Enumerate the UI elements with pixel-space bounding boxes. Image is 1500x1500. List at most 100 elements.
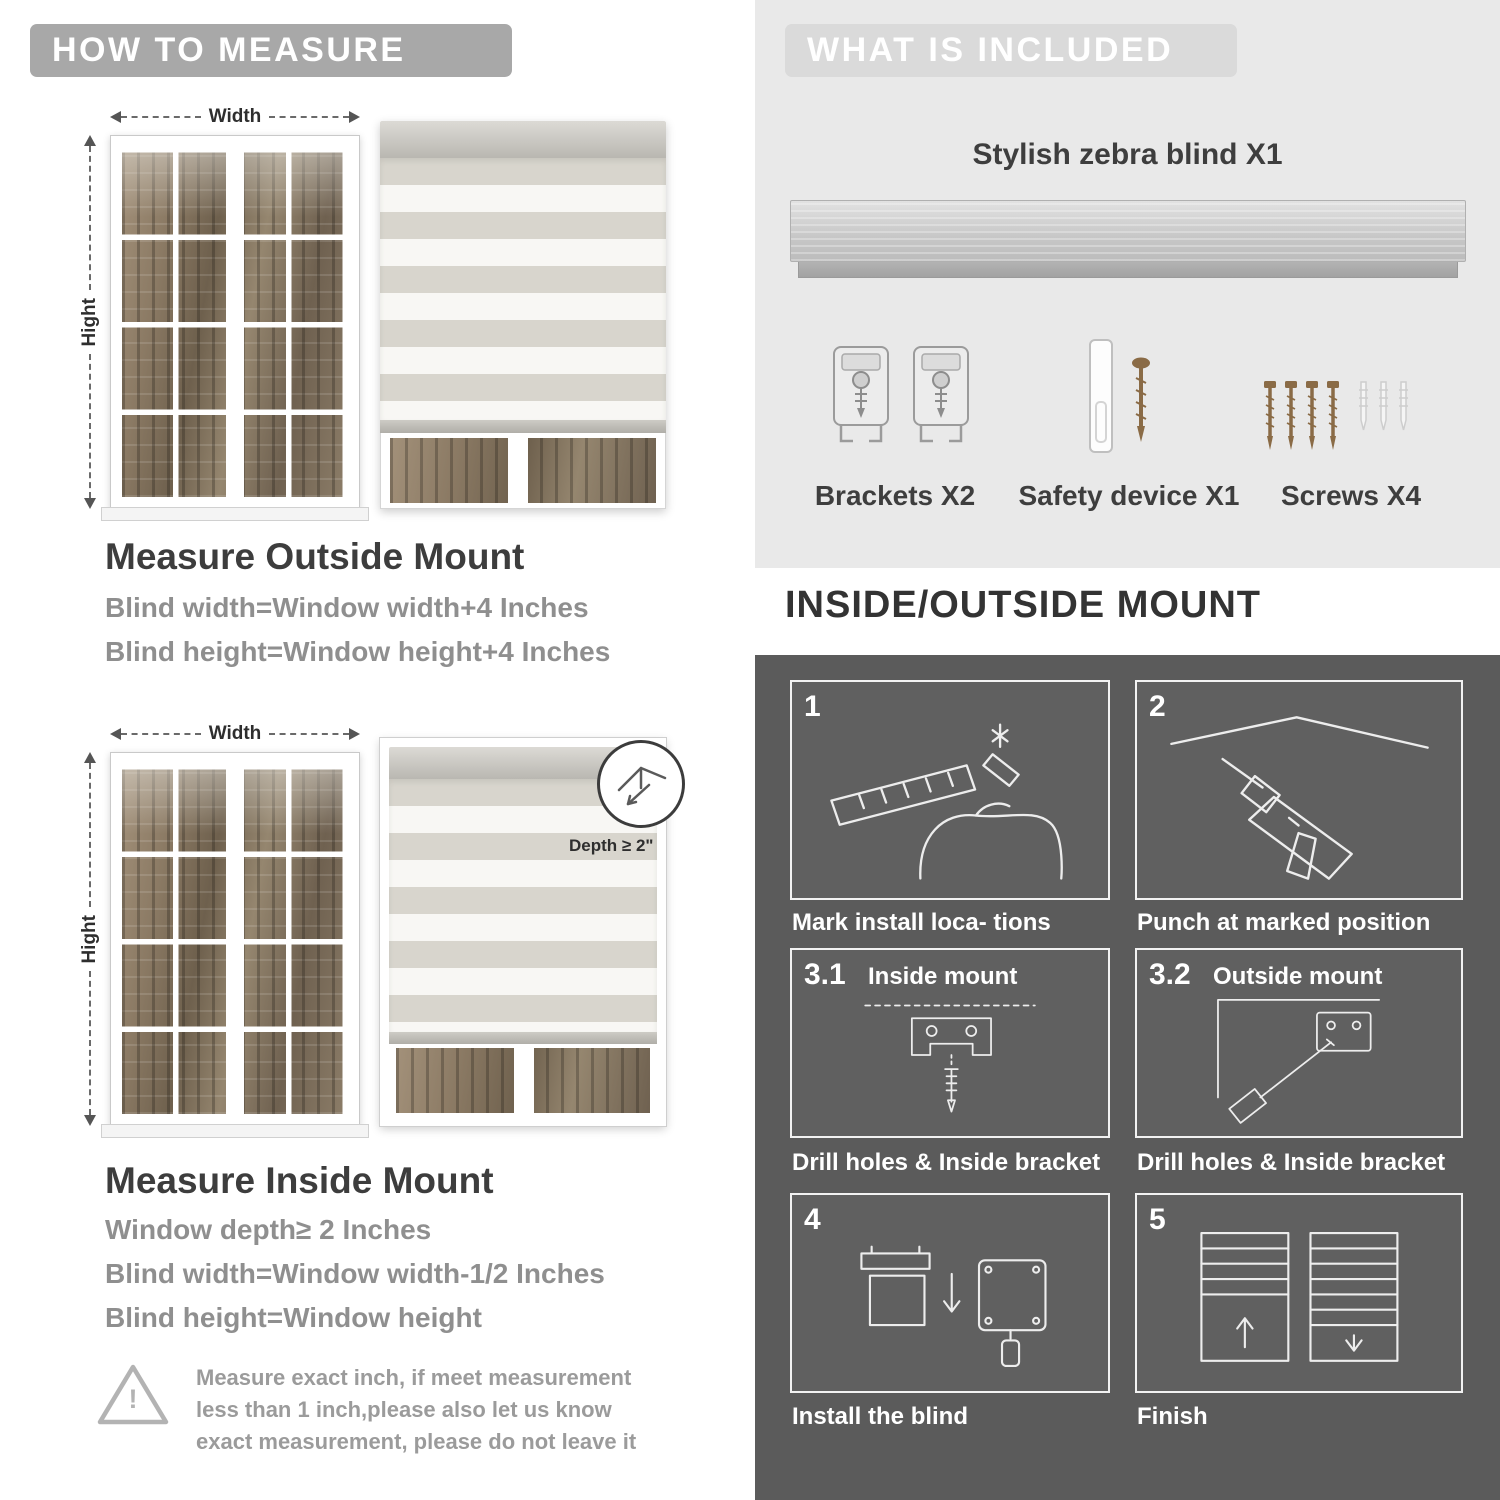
window-illustration (101, 135, 369, 521)
width-arrow: Width (110, 105, 360, 129)
window-glass (390, 438, 656, 503)
screws-label: Screws X4 (1280, 480, 1422, 511)
install-blind-illustration (792, 1209, 1108, 1385)
step-number: 2 (1149, 690, 1166, 723)
step-number: 4 (804, 1203, 821, 1236)
width-label: Width (208, 723, 262, 744)
step-box-3-1: 3.1 Inside mount (790, 948, 1110, 1138)
arrow-left-icon (110, 728, 121, 740)
zebra-blind-illustration (380, 738, 666, 1126)
measure-note-text: Measure exact inch, if meet measurement … (196, 1365, 637, 1454)
window-corner-icon (617, 766, 667, 806)
screw-icon (1306, 381, 1318, 450)
screw-icon (1132, 357, 1150, 442)
safety-device-label: Safety device X1 (1018, 480, 1240, 511)
step-caption-5: Finish (1137, 1403, 1208, 1430)
blind-fabric-stripes (380, 158, 666, 420)
blind-fabric-stripes (389, 779, 657, 1032)
inside-width-formula: Blind width=Window width-1/2 Inches (105, 1258, 605, 1289)
wall-anchor-icon (1379, 381, 1388, 431)
outside-height-formula: Blind height=Window height+4 Inches (105, 636, 611, 667)
zebra-blind-illustration (380, 121, 666, 509)
outside-mount-figure: Width Hight (75, 103, 725, 537)
inside-mount-heading: Measure Inside Mount (105, 1160, 494, 1201)
screws-illustration (1263, 380, 1410, 452)
inside-height-formula: Blind height=Window height (105, 1302, 482, 1333)
bracket-icon (913, 346, 969, 443)
brackets-label: Brackets X2 (814, 480, 976, 511)
depth-label: Depth ≥ 2" (569, 836, 654, 855)
screw-icon (1327, 381, 1339, 450)
window-under-blind (380, 433, 666, 509)
how-to-measure-banner: HOW TO MEASURE (30, 24, 512, 77)
wall-anchor-icon (1399, 381, 1408, 431)
what-is-included-banner: WHAT IS INCLUDED (785, 24, 1237, 77)
step-caption-3-2: Drill holes & Inside bracket (1137, 1149, 1446, 1176)
what-is-included-section: WHAT IS INCLUDED Stylish zebra blind X1 (755, 0, 1500, 568)
arrow-right-icon (349, 111, 360, 123)
outside-bracket-illustration (1137, 984, 1461, 1130)
arrow-right-icon (349, 728, 360, 740)
dashed-line (269, 733, 349, 735)
arrow-up-icon (84, 135, 96, 146)
finish-illustration (1137, 1209, 1461, 1385)
window-glass (396, 1048, 650, 1113)
height-arrow: Hight (77, 752, 103, 1127)
window-glass (122, 764, 348, 1114)
outside-mount-heading: Measure Outside Mount (105, 536, 525, 577)
dashed-line (89, 146, 91, 290)
wall-anchor-icon (1359, 381, 1368, 431)
step-box-3-2: 3.2 Outside mount (1135, 948, 1463, 1138)
width-arrow: Width (110, 722, 360, 746)
how-to-measure-title: HOW TO MEASURE (52, 31, 406, 69)
step-box-5: 5 (1135, 1193, 1463, 1393)
screw-icon (1264, 381, 1276, 450)
warning-triangle-icon: ! (96, 1362, 170, 1428)
measure-note-row: ! Measure exact inch, if meet measuremen… (96, 1362, 676, 1458)
blind-bottom-rail (389, 1032, 657, 1044)
step-label: Outside mount (1213, 963, 1383, 990)
brackets-illustration (829, 344, 973, 448)
step-caption-4: Install the blind (792, 1403, 969, 1430)
step-number: 3.1 (804, 958, 846, 991)
step-box-2: 2 (1135, 680, 1463, 900)
arrow-up-icon (84, 752, 96, 763)
exclamation-mark: ! (128, 1384, 138, 1414)
window-glass (122, 147, 348, 497)
step-caption-2: Punch at marked position (1137, 909, 1431, 936)
screw-icon (1285, 381, 1297, 450)
dashed-line (121, 116, 201, 118)
width-label: Width (208, 106, 262, 127)
mount-section-title: INSIDE/OUTSIDE MOUNT (785, 584, 1262, 626)
height-label: Hight (79, 297, 100, 347)
inside-mount-figure: Width Hight D (75, 720, 725, 1154)
dashed-line (269, 116, 349, 118)
height-arrow: Hight (77, 135, 103, 510)
step-box-1: 1 (790, 680, 1110, 900)
mount-steps-panel: 1 2 (755, 655, 1500, 1500)
dashed-line (89, 354, 91, 499)
step-number: 5 (1149, 1203, 1166, 1236)
step-label: Inside mount (868, 963, 1018, 990)
window-illustration (101, 752, 369, 1138)
blind-bottom-rail (380, 420, 666, 433)
dashed-line (89, 971, 91, 1116)
outside-width-formula: Blind width=Window width+4 Inches (105, 592, 589, 623)
window-under-blind (389, 1044, 657, 1117)
included-components-row (755, 336, 1500, 476)
bracket-icon (833, 346, 889, 443)
height-label: Hight (79, 914, 100, 964)
safety-device-icon (1089, 339, 1113, 453)
step-box-4: 4 (790, 1193, 1110, 1393)
safety-device-illustration (1087, 338, 1151, 456)
arrow-down-icon (84, 1115, 96, 1127)
arrow-down-icon (84, 498, 96, 510)
blind-headrail-illustration (790, 200, 1466, 278)
inside-bracket-illustration (792, 984, 1108, 1130)
step-number: 3.2 (1149, 958, 1191, 991)
step-caption-3-1: Drill holes & Inside bracket (792, 1149, 1101, 1176)
drill-illustration (1137, 696, 1461, 892)
step-caption-1: Mark install loca- tions (792, 909, 1051, 936)
depth-detail-circle (597, 740, 685, 828)
